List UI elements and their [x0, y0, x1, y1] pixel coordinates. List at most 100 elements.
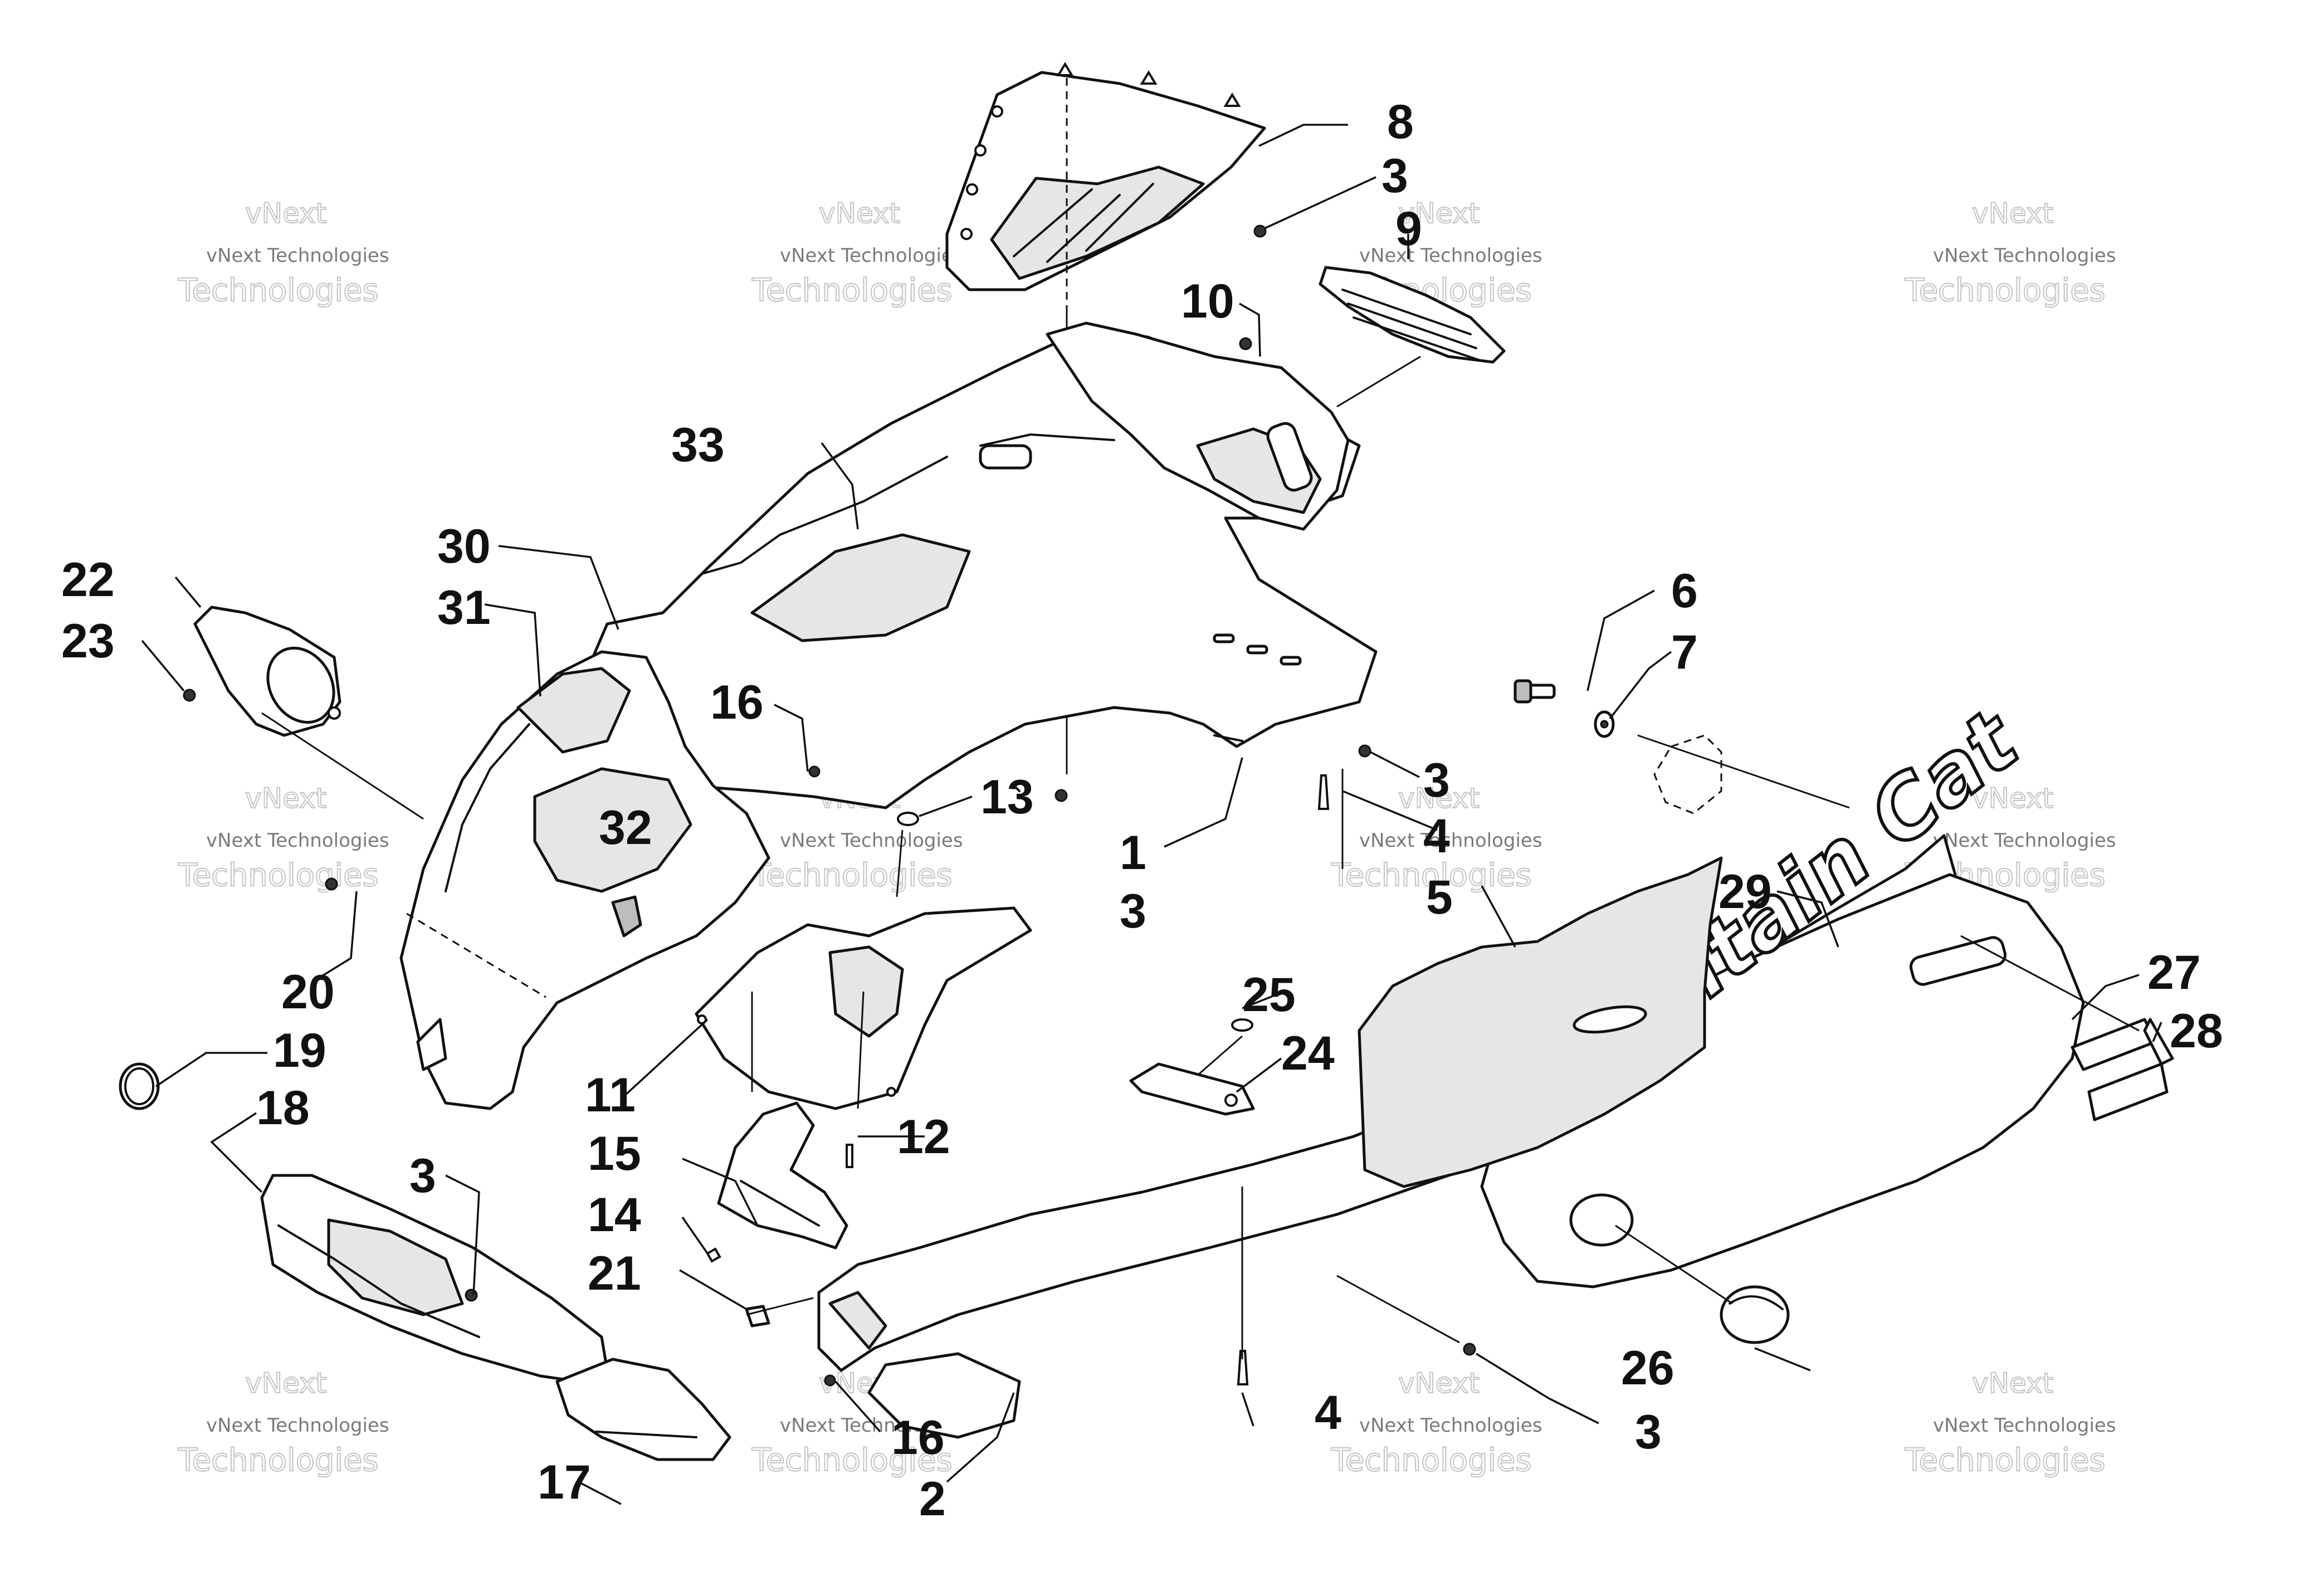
watermark-4: vNext vNext Technologies Technologies	[1904, 197, 2116, 309]
part-20-guide-line	[406, 912, 546, 998]
callout-9: 9	[1395, 202, 1422, 256]
svg-text:vNext Technologies: vNext Technologies	[206, 829, 389, 852]
svg-text:vNext Technologies: vNext Technologies	[1933, 245, 2116, 267]
svg-text:Technologies: Technologies	[751, 272, 953, 309]
callout-10: 10	[1181, 275, 1234, 328]
callout-3-lower: 3	[1635, 1405, 1662, 1459]
part-6-bolt[interactable]	[1513, 679, 1556, 704]
callout-21: 21	[588, 1247, 641, 1300]
part-17-front-skid[interactable]	[555, 1358, 731, 1461]
callout-24: 24	[1281, 1027, 1335, 1080]
watermark-1: vNext vNext Technologies Technologies	[177, 197, 389, 309]
svg-text:vNext Technologies: vNext Technologies	[1933, 1414, 2116, 1437]
watermark-12: vNext vNext Technologies Technologies	[1904, 1366, 2116, 1479]
callout-30: 30	[437, 520, 491, 573]
part-3-screw-lower[interactable]	[1463, 1343, 1476, 1356]
part-3-screw-right[interactable]	[1358, 744, 1371, 758]
assembly-guides	[261, 355, 2140, 1359]
svg-text:vNext Technologies: vNext Technologies	[780, 829, 963, 852]
callout-11: 11	[585, 1068, 636, 1122]
part-8-seat-tray[interactable]	[945, 62, 1266, 291]
callout-25: 25	[1242, 968, 1296, 1022]
part-3-screw-center[interactable]	[1054, 789, 1068, 802]
svg-text:vNext: vNext	[1972, 197, 2053, 230]
svg-text:Technologies: Technologies	[178, 1442, 379, 1478]
part-7-mount-outline	[1653, 734, 1722, 814]
part-3-screw-top[interactable]	[1253, 225, 1267, 238]
callout-12: 12	[897, 1110, 950, 1164]
callout-19: 19	[273, 1024, 326, 1077]
part-22-headlight-housing[interactable]	[193, 606, 347, 737]
svg-text:vNext: vNext	[245, 782, 326, 814]
part-20-screw[interactable]	[325, 877, 338, 891]
watermark-5: vNext vNext Technologies Technologies	[177, 782, 389, 894]
callout-8: 8	[1387, 95, 1414, 149]
callout-33: 33	[671, 418, 725, 472]
svg-text:vNext Technologies: vNext Technologies	[1359, 1414, 1542, 1437]
callout-numbers: 8 3 9 10 33 30 31 22 23 16 13 32 1 3 3 4…	[61, 95, 2223, 1526]
part-12-pin[interactable]	[846, 1144, 853, 1168]
svg-text:vNext Technologies: vNext Technologies	[1359, 245, 1542, 267]
callout-5: 5	[1426, 871, 1453, 924]
part-18-front-bumper[interactable]	[260, 1174, 609, 1383]
svg-text:Technologies: Technologies	[178, 857, 379, 894]
callout-1: 1	[1120, 826, 1146, 880]
svg-text:vNext: vNext	[1398, 1367, 1480, 1399]
part-14-nut[interactable]	[706, 1247, 721, 1263]
callout-27: 27	[2147, 946, 2201, 999]
fasteners	[183, 225, 1476, 1387]
callout-leaders	[141, 124, 2162, 1505]
callout-16-upper: 16	[710, 676, 764, 729]
part-27-reflector[interactable]	[2071, 1018, 2174, 1121]
callout-16-lower: 16	[891, 1411, 945, 1465]
callout-32: 32	[599, 801, 652, 855]
part-19-snap-ring[interactable]	[119, 1062, 160, 1110]
watermark-2: vNext vNext Technologies Technologies	[751, 197, 963, 309]
callout-3-bumper: 3	[409, 1149, 436, 1203]
svg-text:vNext: vNext	[1972, 782, 2053, 814]
callout-22: 22	[61, 553, 115, 607]
callout-2: 2	[919, 1472, 946, 1526]
svg-text:Technologies: Technologies	[1905, 1442, 2106, 1478]
svg-text:vNext: vNext	[1972, 1367, 2053, 1399]
svg-text:Technologies: Technologies	[751, 1442, 953, 1478]
svg-text:Technologies: Technologies	[751, 857, 953, 894]
part-16-rivet-upper[interactable]	[808, 765, 821, 778]
svg-text:vNext Technologies: vNext Technologies	[1359, 829, 1542, 852]
part-4-rivet-upper[interactable]	[1317, 774, 1330, 810]
svg-text:vNext Technologies: vNext Technologies	[206, 1414, 389, 1437]
part-13-grommet[interactable]	[897, 812, 919, 826]
svg-text:vNext Technologies: vNext Technologies	[780, 245, 963, 267]
part-23-screw[interactable]	[183, 689, 196, 702]
callout-3-top: 3	[1381, 149, 1408, 203]
part-7-washer[interactable]	[1594, 710, 1615, 738]
callout-6: 6	[1671, 564, 1698, 618]
part-5-foam-block[interactable]	[1358, 856, 1723, 1188]
part-2-side-rail[interactable]	[817, 834, 1957, 1439]
callout-4-upper: 4	[1423, 809, 1450, 863]
svg-text:vNext: vNext	[245, 1367, 326, 1399]
svg-text:Technologies: Technologies	[1331, 1442, 1532, 1478]
part-9-side-vent[interactable]	[1319, 266, 1506, 364]
watermark-11: vNext vNext Technologies Technologies	[1330, 1366, 1542, 1479]
part-26-plug-cap[interactable]	[1720, 1285, 1790, 1344]
svg-text:vNext Technologies: vNext Technologies	[206, 245, 389, 267]
part-10-side-panel[interactable]	[1046, 321, 1350, 531]
part-16-rivet-lower[interactable]	[824, 1374, 836, 1387]
part-15-bracket[interactable]	[717, 1101, 848, 1250]
svg-text:Technologies: Technologies	[1905, 272, 2106, 309]
callout-17: 17	[538, 1456, 591, 1509]
part-30-left-fender[interactable]	[399, 650, 770, 1110]
svg-text:vNext: vNext	[245, 197, 326, 230]
callout-7: 7	[1671, 626, 1698, 679]
callout-14: 14	[588, 1188, 641, 1242]
part-3-screw-bumper[interactable]	[465, 1289, 478, 1302]
part-25-washer[interactable]	[1231, 1018, 1253, 1032]
part-4-rivet-lower[interactable]	[1237, 1350, 1249, 1385]
callout-29: 29	[1718, 865, 1772, 919]
svg-text:vNext Technologies: vNext Technologies	[1933, 829, 2116, 852]
part-24-tab[interactable]	[1129, 1062, 1255, 1116]
watermark-7: vNext vNext Technologies Technologies	[1330, 782, 1542, 894]
callout-13: 13	[980, 770, 1034, 824]
